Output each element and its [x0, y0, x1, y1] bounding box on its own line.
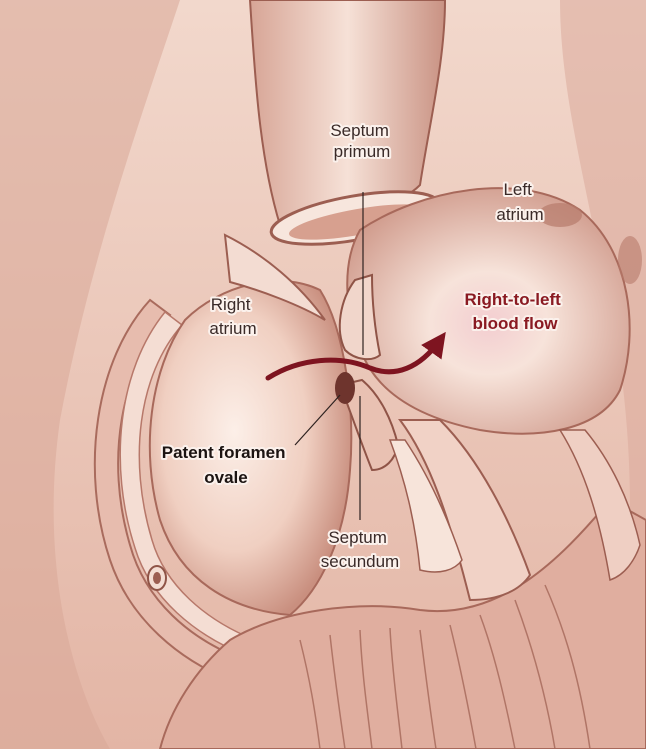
coronary-vessel-lumen	[153, 572, 161, 584]
pulmonary-vein-opening-2	[618, 236, 642, 284]
pulmonary-vein-opening	[538, 203, 582, 227]
foramen-ovale-opening	[335, 372, 355, 404]
